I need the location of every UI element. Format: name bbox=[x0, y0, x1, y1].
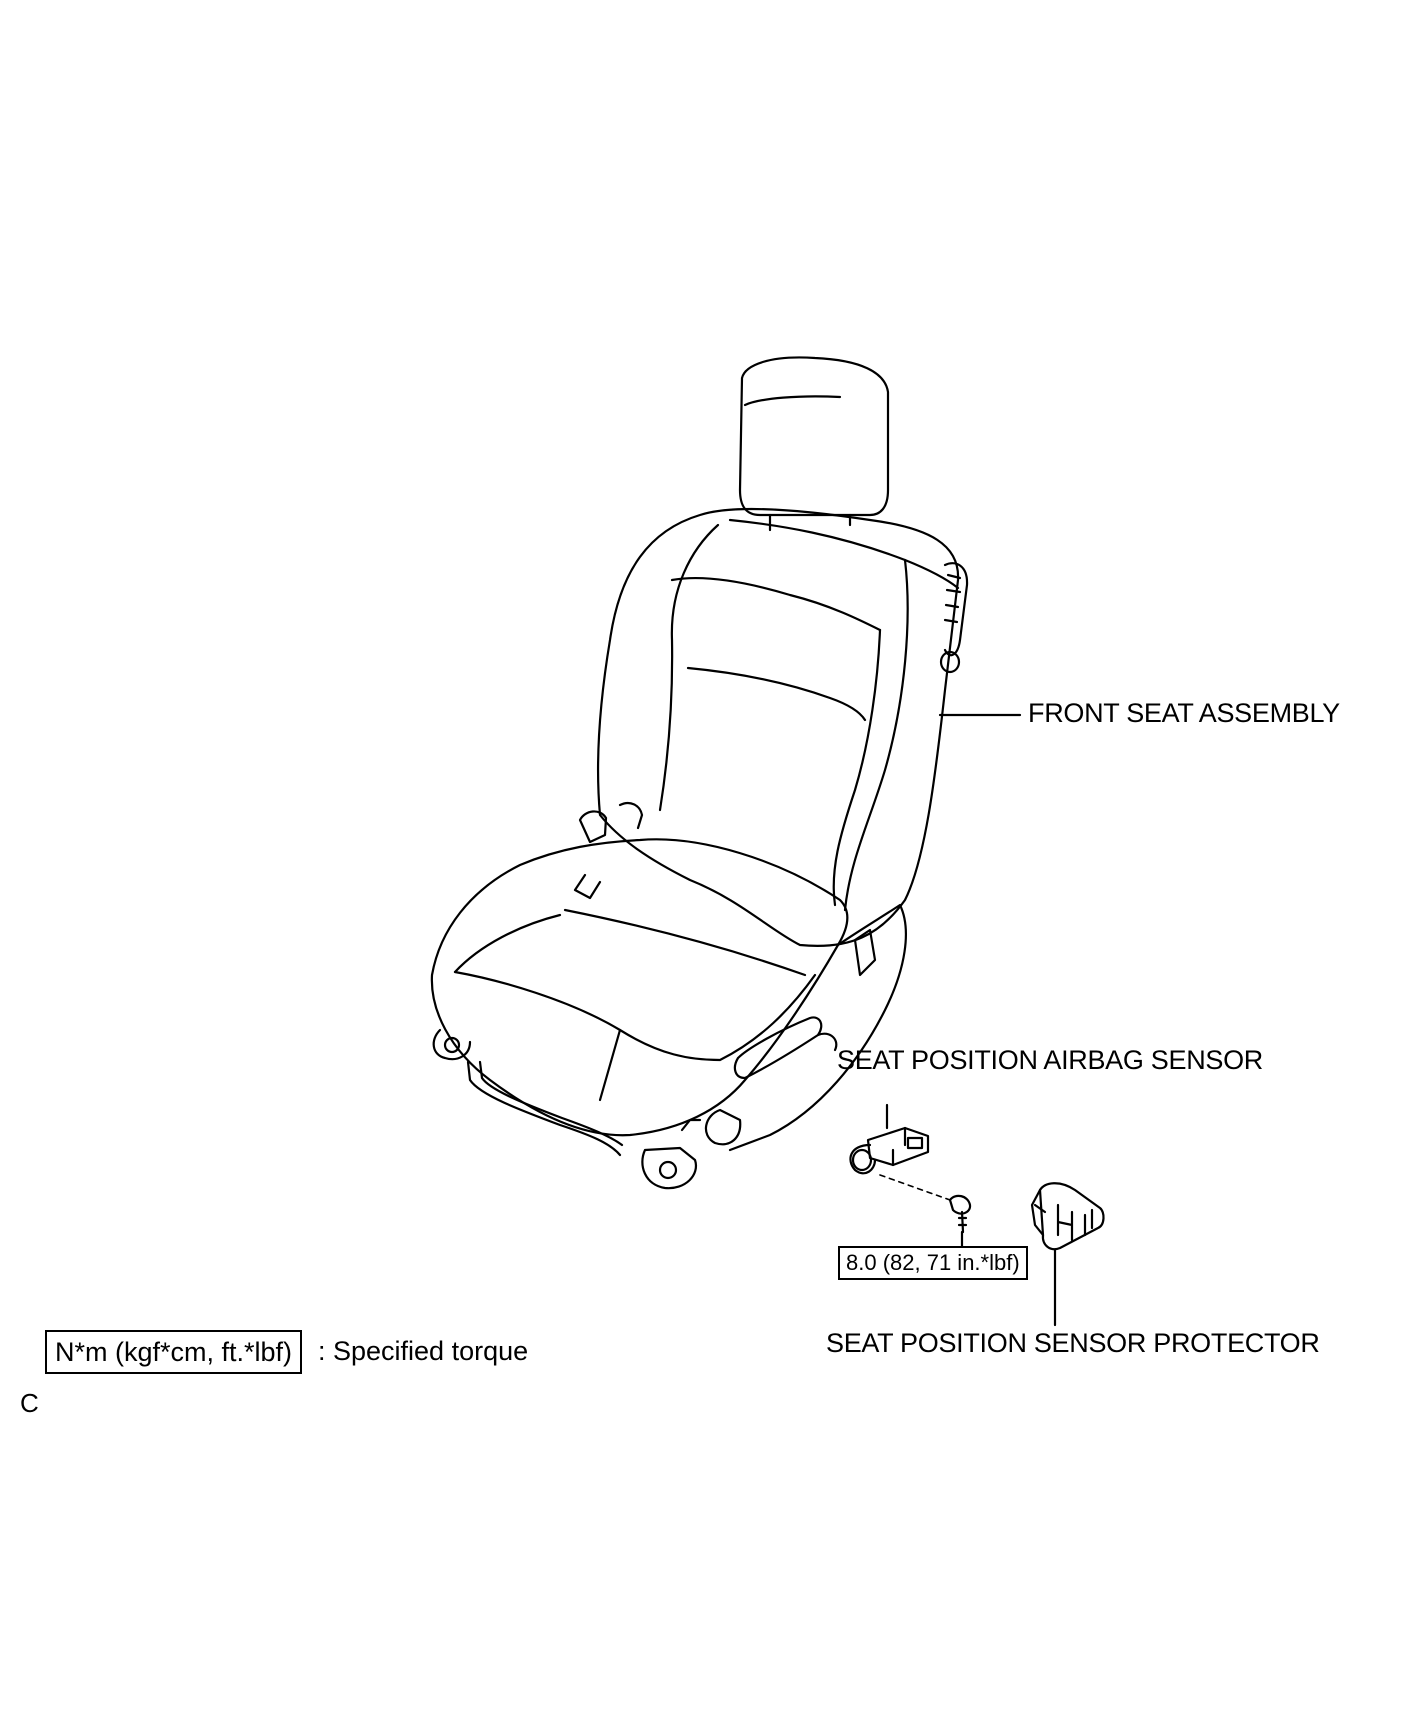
figure-code: C bbox=[20, 1388, 39, 1418]
protector-part bbox=[1030, 1182, 1105, 1327]
front-seat-assembly-label: FRONT SEAT ASSEMBLY bbox=[1028, 698, 1340, 728]
torque-legend-description: : Specified torque bbox=[318, 1336, 529, 1366]
headrest bbox=[738, 356, 890, 532]
bolt-part bbox=[948, 1194, 972, 1248]
protector-label: SEAT POSITION SENSOR PROTECTOR bbox=[826, 1328, 1320, 1358]
seat-cushion bbox=[430, 838, 907, 1152]
torque-spec-box: 8.0 (82, 71 in.*lbf) bbox=[838, 1246, 1028, 1280]
airbag-sensor-label: SEAT POSITION AIRBAG SENSOR bbox=[837, 1045, 1264, 1075]
airbag-sensor-part bbox=[849, 1103, 951, 1201]
seat-back bbox=[578, 507, 969, 947]
torque-legend-box: N*m (kgf*cm, ft.*lbf) bbox=[45, 1330, 303, 1374]
seat-rails bbox=[432, 873, 838, 1190]
